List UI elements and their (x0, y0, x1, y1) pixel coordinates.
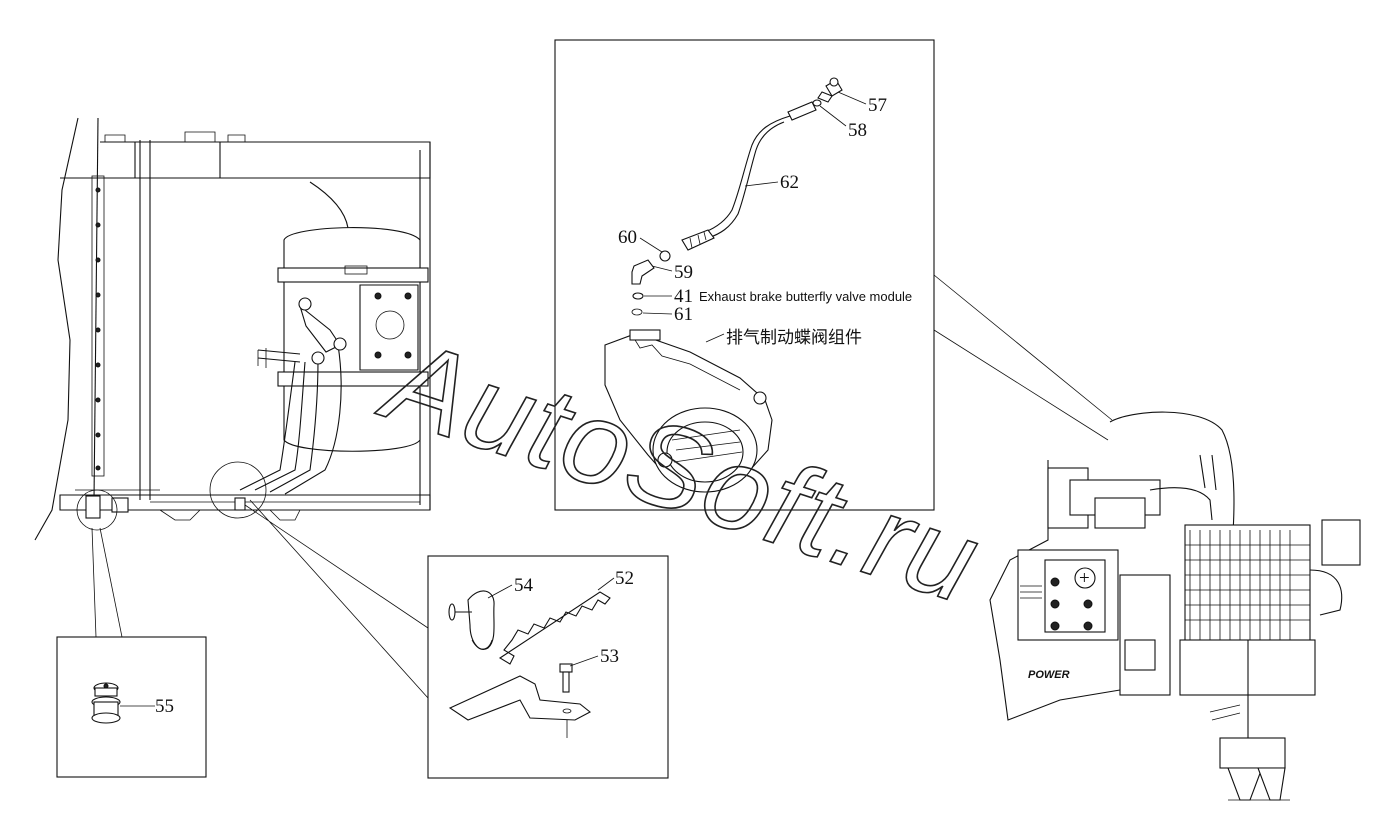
plus-icon: + (1079, 568, 1090, 589)
callout-57: 57 (868, 95, 887, 116)
module-caption-english: Exhaust brake butterfly valve module (699, 289, 912, 304)
rail-holes (95, 187, 101, 471)
detail-box-52-54: 54 52 53 (427, 555, 669, 779)
callout-41: 41 (674, 286, 693, 307)
part-53-bolt (559, 663, 573, 693)
part-54-clip (448, 590, 495, 650)
part-41-nut (632, 292, 644, 300)
callout-53: 53 (600, 646, 619, 667)
callout-54: 54 (514, 575, 534, 596)
callout-62: 62 (780, 172, 799, 193)
part-59-elbow (631, 259, 655, 285)
callout-60: 60 (618, 227, 637, 248)
detail-box-55: 55 (56, 636, 207, 778)
part-60-nut (659, 250, 671, 262)
part-52-strip (448, 591, 611, 738)
callout-61: 61 (674, 304, 693, 325)
detail-box-exhaust-brake: 57 58 62 60 59 41 Exhaust brake butterfl… (554, 39, 1113, 511)
part-61-ring (631, 308, 643, 316)
frame-tank-assembly (34, 117, 431, 699)
callout-59: 59 (674, 262, 693, 283)
part-55-bushing (91, 682, 121, 724)
butterfly-valve-body (604, 329, 773, 493)
part-57-elbow (817, 77, 843, 103)
callout-58: 58 (848, 120, 867, 141)
callout-52: 52 (615, 568, 634, 589)
callout-55: 55 (155, 696, 174, 717)
module-caption-chinese: 排气制动蝶阀组件 (726, 328, 862, 348)
part-62-pipe (681, 101, 817, 251)
engine-assembly: + POWER (989, 411, 1361, 801)
part-58-washer (812, 99, 822, 107)
engine-brand-label: POWER (1028, 669, 1070, 681)
